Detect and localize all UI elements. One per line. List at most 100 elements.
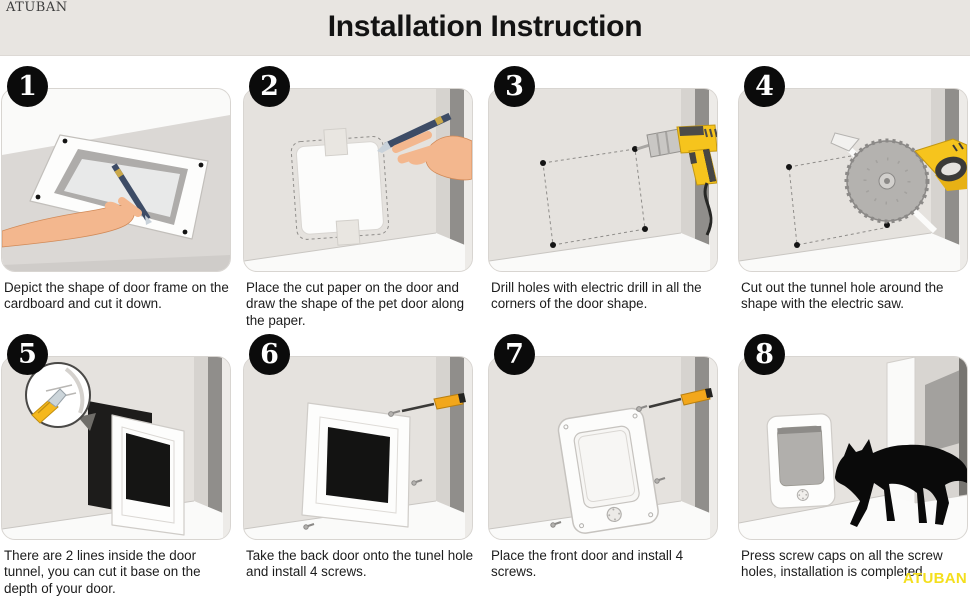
step-number-badge: 8 xyxy=(744,334,785,375)
floor xyxy=(739,232,960,271)
brand-logo-top: ATUBAN xyxy=(6,0,68,15)
door-flap xyxy=(326,427,390,503)
corner-hole-dot xyxy=(540,160,546,166)
step-caption: There are 2 lines inside the door tunnel… xyxy=(4,548,201,596)
step-number-badge: 5 xyxy=(7,334,48,375)
screw-icon xyxy=(636,405,648,412)
hand-with-pen-icon xyxy=(2,163,152,248)
corner-hole-dot xyxy=(550,242,556,248)
step-panel-4: 4 xyxy=(738,66,970,328)
page-title: Installation Instruction xyxy=(327,10,643,43)
door-jamb xyxy=(681,357,709,513)
step-number-badge: 1 xyxy=(7,66,48,107)
corner-hole-dot xyxy=(642,226,648,232)
step-panel-2: 2 xyxy=(243,66,475,328)
magnifier-inset xyxy=(25,362,91,428)
tape-piece xyxy=(335,219,361,246)
corner-hole-dot xyxy=(786,164,792,170)
lock-dial xyxy=(606,506,622,523)
step-caption: Drill holes with electric drill in all t… xyxy=(491,280,702,312)
step-illustration-panel xyxy=(488,356,718,540)
illustration-step-2 xyxy=(244,89,472,271)
screw-icon xyxy=(411,479,423,486)
corner-hole-dot xyxy=(884,222,890,228)
electric-drill-icon xyxy=(636,124,717,236)
illustration-step-6 xyxy=(244,357,472,539)
power-cord xyxy=(703,182,713,236)
screw-icon xyxy=(303,523,315,530)
open-door-leaf xyxy=(925,367,967,453)
step-illustration-panel xyxy=(243,356,473,540)
header-bar: ATUBAN Installation Instruction xyxy=(0,0,970,56)
tape-piece xyxy=(323,127,349,157)
pet-door-back-frame xyxy=(111,414,185,536)
step-illustration-panel xyxy=(1,88,231,272)
brand-logo-bottom: ATUBAN xyxy=(903,570,968,587)
illustration-step-5 xyxy=(2,357,230,539)
door-flap xyxy=(777,425,825,487)
screw-icon xyxy=(654,477,666,484)
step-number: 6 xyxy=(260,339,279,370)
illustration-step-7 xyxy=(489,357,717,539)
corner-hole-dot xyxy=(794,242,800,248)
saw-grip-handle xyxy=(935,156,967,182)
circular-saw-icon xyxy=(830,132,967,234)
floor xyxy=(489,232,710,271)
magnifier-pointer xyxy=(78,413,96,431)
door-frame-template xyxy=(29,134,209,240)
step-number-badge: 3 xyxy=(494,66,535,107)
installed-pet-door xyxy=(766,413,836,509)
step-panel-5: 5 xyxy=(1,334,233,596)
cut-line xyxy=(45,384,73,392)
step-caption: Cut out the tunnel hole around the shape… xyxy=(741,280,944,312)
floor xyxy=(244,232,465,271)
screwdriver-icon xyxy=(648,388,713,409)
pet-door-back-frame xyxy=(301,402,411,528)
step-number-badge: 7 xyxy=(494,334,535,375)
illustration-step-3 xyxy=(489,89,717,271)
dashed-cut-outline xyxy=(540,146,648,248)
step-number-badge: 4 xyxy=(744,66,785,107)
screw-icon xyxy=(550,521,562,528)
step-number: 7 xyxy=(505,339,524,370)
step-illustration-panel xyxy=(488,88,718,272)
step-caption: Press screw caps on all the screw holes,… xyxy=(741,548,943,580)
step-caption: Place the front door and install 4 screw… xyxy=(491,548,684,580)
step-illustration-panel xyxy=(738,356,968,540)
paper-template xyxy=(290,127,390,246)
cat-silhouette xyxy=(835,439,967,527)
step-caption: Take the back door onto the tunel hole a… xyxy=(246,548,474,580)
door-edge xyxy=(959,357,967,517)
screw-icon xyxy=(388,410,401,417)
step-number-badge: 2 xyxy=(249,66,290,107)
door-jamb xyxy=(194,357,222,513)
step-number: 3 xyxy=(505,71,524,102)
step-panel-3: 3 xyxy=(488,66,720,328)
step-number: 1 xyxy=(18,71,37,102)
lock-dial xyxy=(796,488,809,501)
step-caption: Depict the shape of door frame on the ca… xyxy=(4,280,229,312)
step-illustration-panel xyxy=(1,356,231,540)
hand-with-pen-icon xyxy=(377,112,472,181)
step-number-badge: 6 xyxy=(249,334,290,375)
step-number: 4 xyxy=(755,71,774,102)
door-jamb xyxy=(436,357,464,513)
corner-hole-dot xyxy=(632,146,638,152)
step-caption: Place the cut paper on the door and draw… xyxy=(246,280,465,328)
step-panel-6: 6 xyxy=(243,334,475,596)
step-number: 2 xyxy=(260,71,279,102)
step-illustration-panel xyxy=(243,88,473,272)
utility-knife-icon xyxy=(31,388,67,424)
step-number: 5 xyxy=(18,339,37,370)
illustration-step-8 xyxy=(739,357,967,539)
step-panel-7: 7 xyxy=(488,334,720,596)
step-number: 8 xyxy=(755,339,774,370)
screwdriver-icon xyxy=(401,393,466,413)
illustration-step-4 xyxy=(739,89,967,271)
illustration-step-1 xyxy=(2,89,230,271)
door-flap xyxy=(126,433,170,507)
pet-door-front-frame xyxy=(557,407,659,534)
step-panel-8: 8 xyxy=(738,334,970,596)
step-illustration-panel xyxy=(738,88,968,272)
step-panel-1: 1 xyxy=(1,66,233,328)
